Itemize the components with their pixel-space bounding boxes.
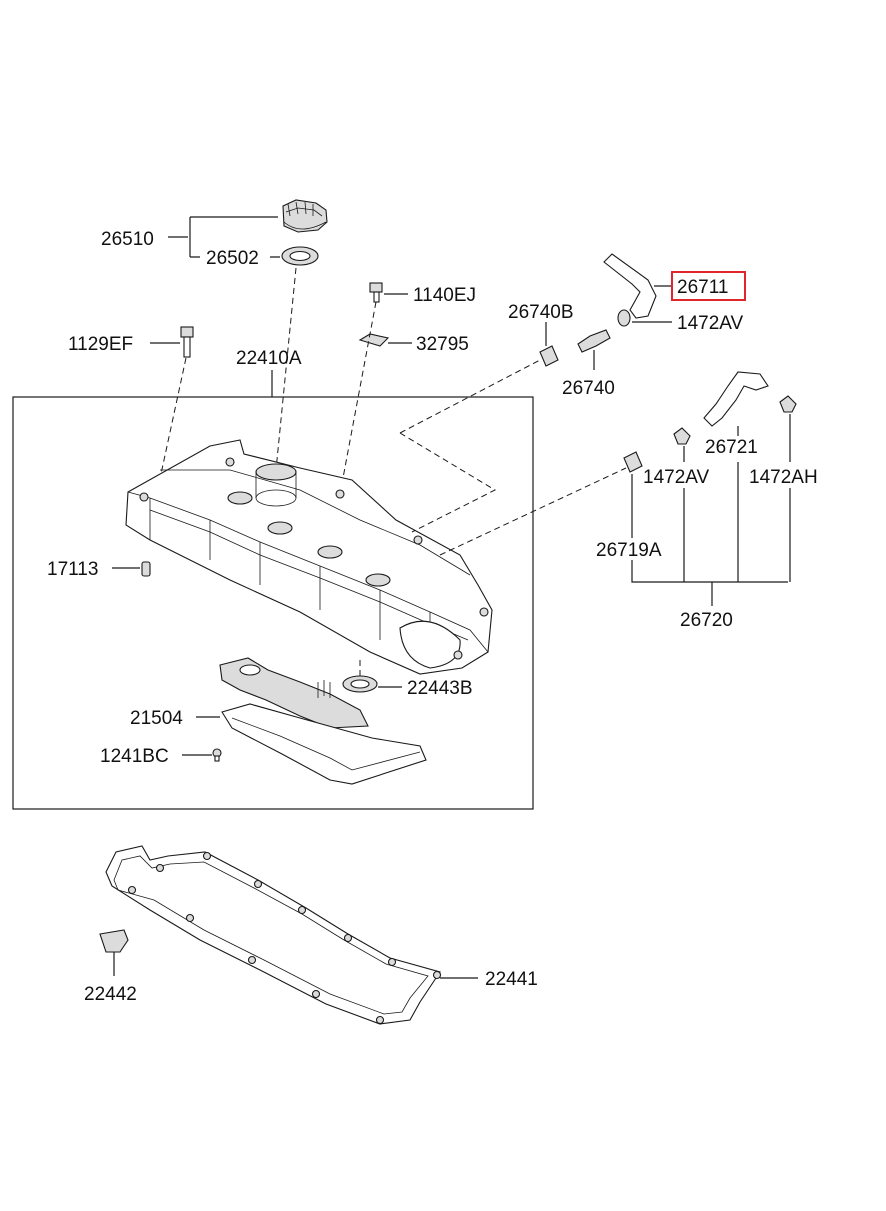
- plug-22442-part: [99, 929, 129, 953]
- grommet-26719a-part: [623, 451, 643, 473]
- label-26510: 26510: [101, 229, 154, 250]
- label-1241bc: 1241BC: [100, 746, 169, 767]
- label-1472av-top: 1472AV: [677, 313, 744, 334]
- label-32795: 32795: [416, 334, 469, 355]
- grommet-26740b-part: [539, 345, 559, 367]
- head-cover-gasket-part: [105, 845, 442, 1025]
- label-22443b: 22443B: [407, 678, 473, 699]
- clamp-1472ah-part: [779, 395, 797, 413]
- label-26711: 26711: [677, 277, 728, 298]
- stud-17113-part: [141, 561, 151, 577]
- label-1472ah: 1472AH: [749, 467, 818, 488]
- clamp-1472av-mid-part: [673, 427, 691, 445]
- label-1140ej: 1140EJ: [413, 285, 476, 306]
- label-22441: 22441: [485, 969, 538, 990]
- label-26719a: 26719A: [596, 540, 662, 561]
- assembly-frame: [12, 396, 534, 810]
- leader-26720-bracket: [631, 462, 791, 606]
- label-26721: 26721: [705, 437, 758, 458]
- label-26740: 26740: [562, 378, 615, 399]
- label-22410a: 22410A: [236, 348, 302, 369]
- label-17113: 17113: [47, 559, 98, 580]
- filler-cap-seal-part: [281, 246, 319, 266]
- hose-26711-part: [603, 253, 657, 319]
- leader-clamps: [683, 414, 791, 462]
- bolt-alignment-line: [339, 301, 377, 495]
- pcv-valve-part: [577, 329, 611, 353]
- label-22442: 22442: [84, 984, 137, 1005]
- clip-32795-part: [358, 333, 390, 347]
- highlight-box-26711: [671, 271, 746, 301]
- leader-26510: [168, 216, 280, 258]
- pcv-routing-line: [399, 359, 541, 533]
- seal-22443b-part: [342, 675, 378, 693]
- screw-1241bc-part: [212, 748, 222, 762]
- bolt-1129ef-part: [180, 326, 194, 358]
- label-26502: 26502: [206, 248, 259, 269]
- label-26720: 26720: [680, 610, 733, 631]
- hose-26721-part: [703, 371, 769, 427]
- clamp-1472av-top-part: [617, 309, 631, 327]
- cap-alignment-line: [275, 267, 297, 471]
- label-1472av-mid: 1472AV: [643, 467, 710, 488]
- breather-routing-line: [439, 467, 627, 556]
- label-26740b: 26740B: [508, 302, 574, 323]
- label-21504: 21504: [130, 708, 183, 729]
- label-1129ef: 1129EF: [68, 334, 133, 355]
- baffle-plate-part: [219, 657, 427, 785]
- cylinder-head-cover-part: [125, 439, 493, 675]
- bolt-1140ej-part: [369, 282, 383, 303]
- oil-filler-cap-part: [282, 199, 328, 233]
